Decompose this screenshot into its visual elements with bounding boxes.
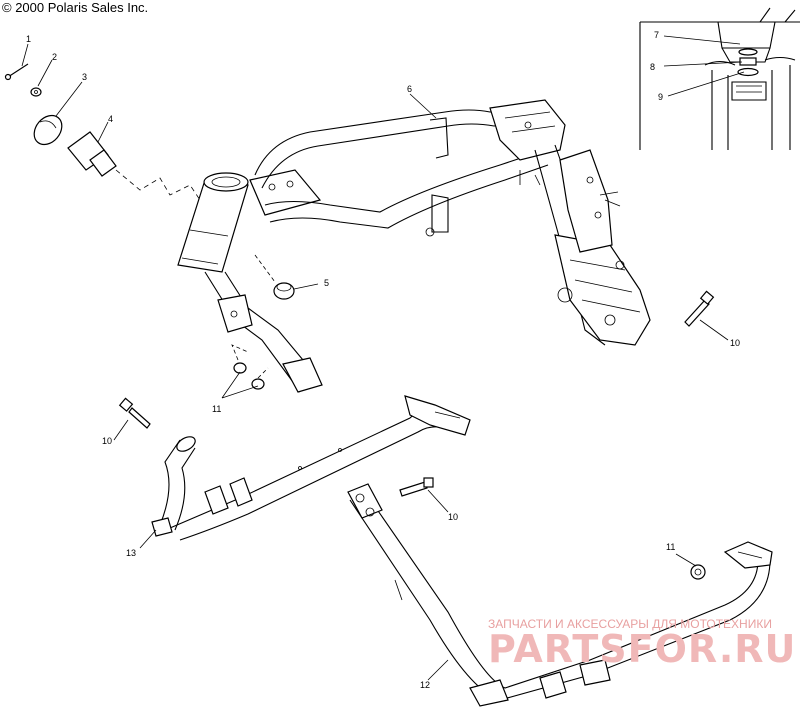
leader-lines <box>21 35 745 681</box>
callout-12: 12 <box>420 680 430 690</box>
callout-10-right: 10 <box>730 338 740 348</box>
copyright-text: © 2000 Polaris Sales Inc. <box>2 0 149 15</box>
grommet-part <box>254 254 295 300</box>
inset-detail <box>639 7 800 150</box>
watermark: ЗАПЧАСТИ И АКСЕССУАРЫ ДЛЯ МОТОТЕХНИКИ PA… <box>488 617 796 671</box>
front-bumper <box>118 395 471 541</box>
main-frame <box>177 99 651 393</box>
callout-9: 9 <box>658 92 663 102</box>
callout-10-left: 10 <box>102 436 112 446</box>
callout-6: 6 <box>407 84 412 94</box>
watermark-brand: PARTSFOR.RU <box>488 627 796 671</box>
callout-1: 1 <box>26 34 31 44</box>
callout-7: 7 <box>654 30 659 40</box>
callout-8: 8 <box>650 62 655 72</box>
rear-bumper <box>347 477 773 707</box>
callout-2: 2 <box>52 52 57 62</box>
nut-parts-left <box>231 344 269 390</box>
callout-10-center: 10 <box>448 512 458 522</box>
callout-13: 13 <box>126 548 136 558</box>
callout-11-left: 11 <box>212 404 221 414</box>
callout-4: 4 <box>108 114 113 124</box>
front-plug-parts <box>4 63 201 201</box>
callout-5: 5 <box>324 278 329 288</box>
watermark-tagline: ЗАПЧАСТИ И АКСЕССУАРЫ ДЛЯ МОТОТЕХНИКИ <box>488 617 772 631</box>
bolt-part-right <box>684 290 715 327</box>
callout-labels: 1 2 3 4 5 6 7 8 9 10 10 10 11 11 12 13 <box>26 30 740 690</box>
callout-3: 3 <box>82 72 87 82</box>
callout-11-right: 11 <box>666 542 675 552</box>
